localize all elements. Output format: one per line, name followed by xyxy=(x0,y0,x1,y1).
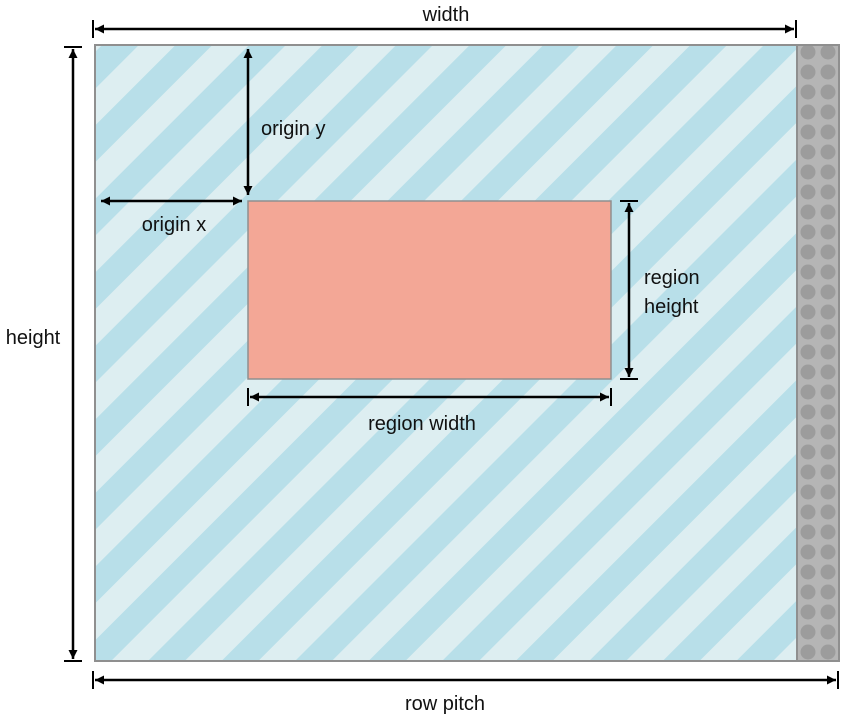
origin-x-label: origin x xyxy=(142,214,206,236)
row-pitch-dimension: row pitch xyxy=(92,671,839,715)
region-rectangle xyxy=(247,200,612,380)
region-width-label: region width xyxy=(368,413,476,435)
height-label: height xyxy=(6,327,61,349)
origin-y-dimension: origin y xyxy=(243,49,325,195)
width-dimension: width xyxy=(92,4,797,38)
width-label: width xyxy=(422,4,470,26)
row-padding-area xyxy=(797,45,839,661)
region-height-dimension: region height xyxy=(620,200,700,380)
region-height-label-line2: height xyxy=(644,296,699,318)
region-width-dimension: region width xyxy=(247,388,612,435)
region-height-label-line1: region xyxy=(644,267,700,289)
buffer-border xyxy=(94,44,840,662)
row-pitch-label: row pitch xyxy=(405,693,485,715)
height-dimension: height xyxy=(6,46,82,662)
origin-y-label: origin y xyxy=(261,118,325,140)
origin-x-dimension: origin x xyxy=(101,196,242,236)
